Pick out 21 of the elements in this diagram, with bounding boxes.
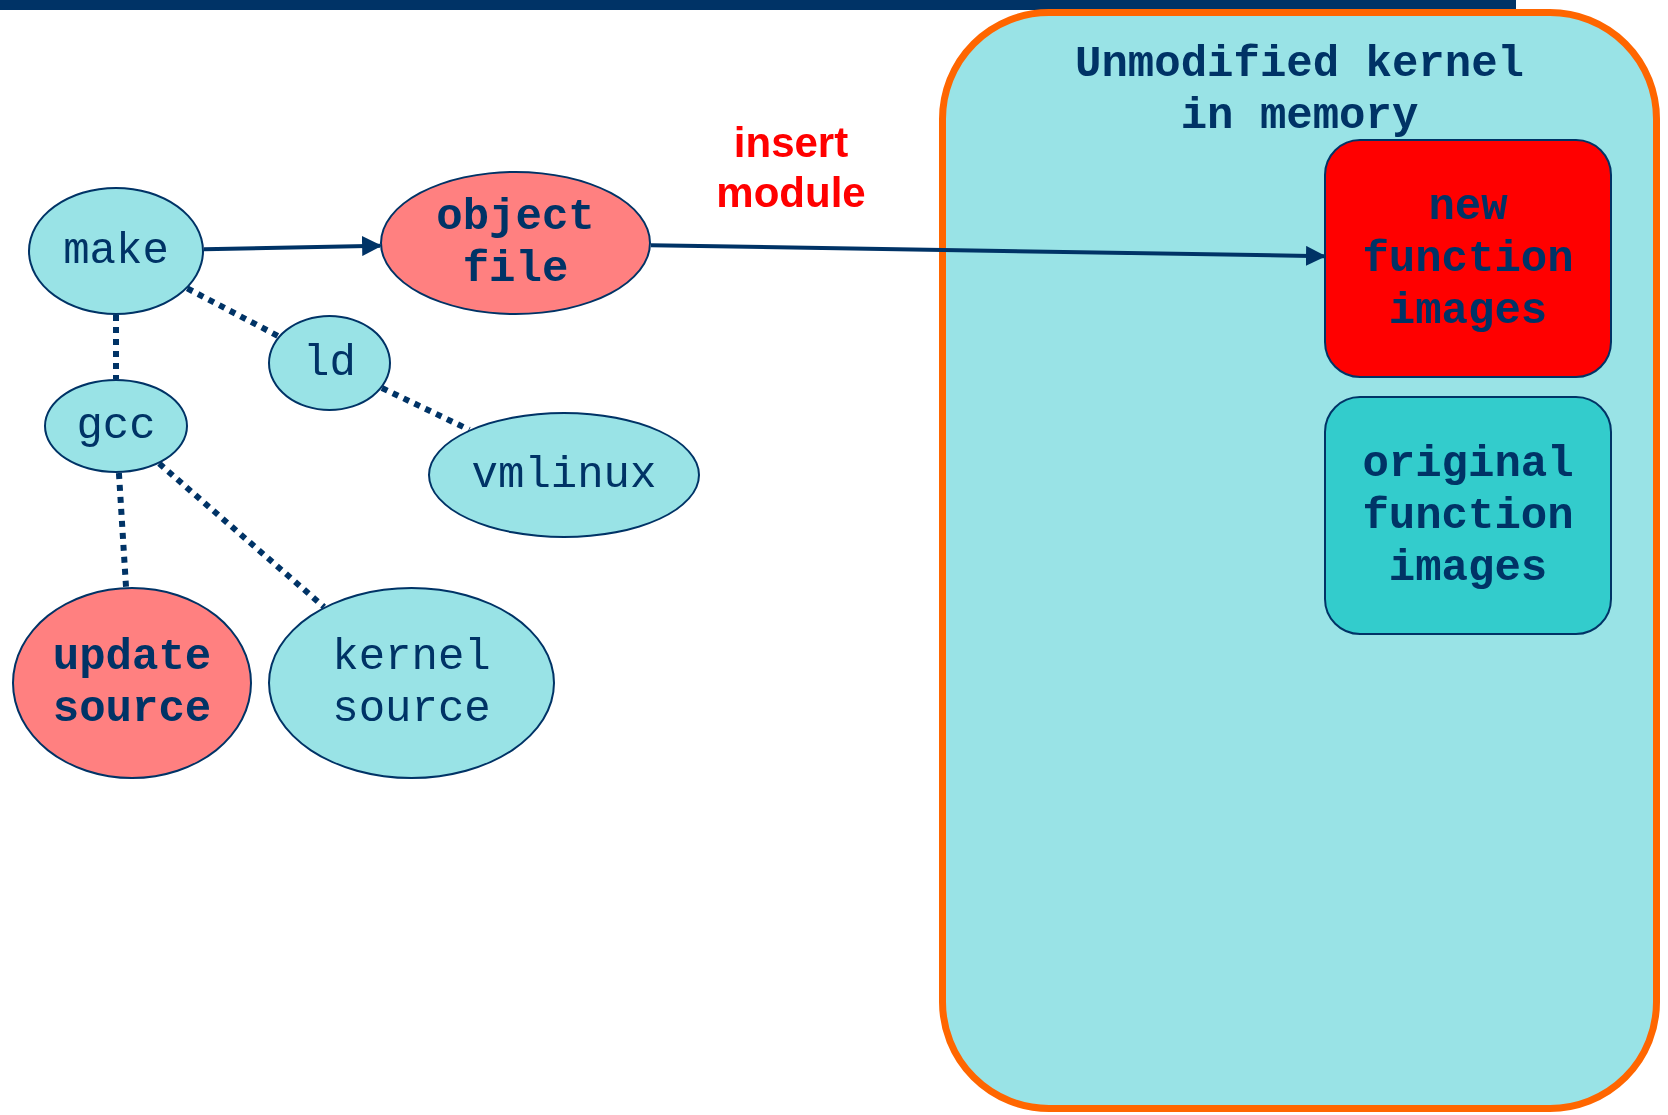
node-label: make xyxy=(63,225,169,277)
node-label: new function images xyxy=(1361,180,1575,337)
node-label: vmlinux xyxy=(471,449,657,501)
node-label: object file xyxy=(435,191,596,295)
arrow xyxy=(203,236,383,257)
dotted-connector xyxy=(157,461,326,610)
edge-label: insert module xyxy=(715,118,867,218)
node-label: gcc xyxy=(76,400,156,452)
dotted-connector xyxy=(115,472,130,588)
node-label: ld xyxy=(303,337,356,389)
arrow xyxy=(650,243,1326,266)
node-label: original function images xyxy=(1361,437,1575,594)
dotted-connector xyxy=(380,385,471,433)
function-box xyxy=(1324,396,1612,635)
function-box xyxy=(1324,139,1612,378)
kernel-memory-panel xyxy=(939,9,1660,1112)
node-label: kernel source xyxy=(331,631,492,735)
panel-title: Unmodified kernel in memory xyxy=(1074,38,1525,142)
dotted-connector xyxy=(185,285,280,339)
node-label: update source xyxy=(51,631,213,735)
dotted-connector xyxy=(113,315,119,379)
